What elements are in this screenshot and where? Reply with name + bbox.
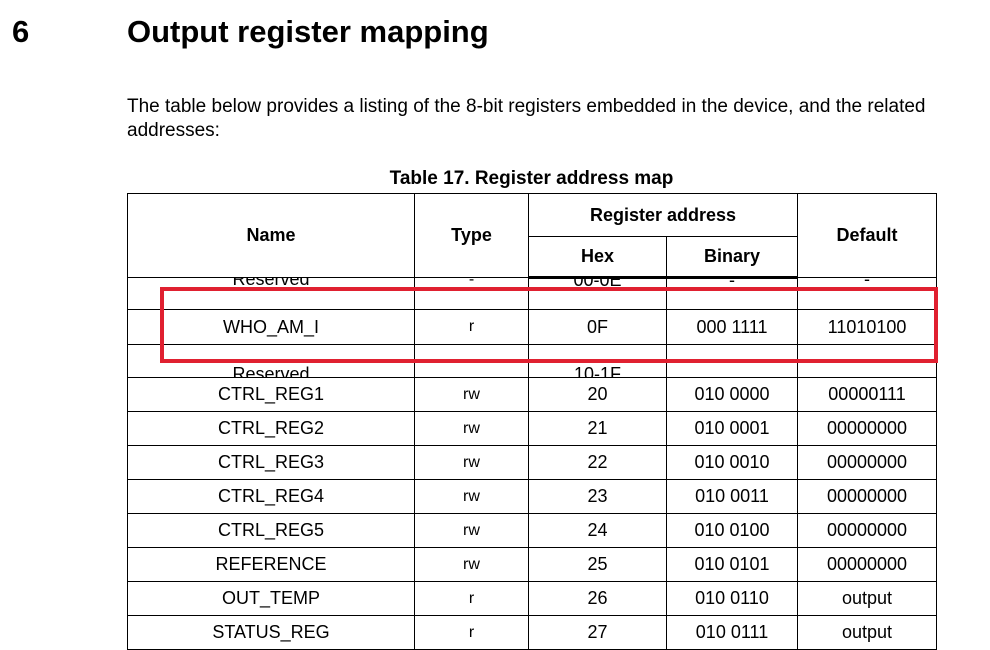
cell-default: 00000000: [797, 479, 938, 514]
table-caption: Table 17. Register address map: [389, 168, 674, 189]
cell-default: 00000000: [797, 411, 938, 446]
table-row: Reserved - 00-0E - -: [127, 277, 938, 310]
cell-name: CTRL_REG1: [127, 377, 415, 412]
cell-default: 00000000: [797, 445, 938, 480]
cell-hex: 00-0E: [573, 277, 622, 290]
cell-type: rw: [414, 479, 529, 514]
cell-type: rw: [414, 377, 529, 412]
table-row: CTRL_REG5 rw 24 010 0100 00000000: [127, 513, 938, 548]
cell-name: OUT_TEMP: [127, 581, 415, 616]
table-row: CTRL_REG3 rw 22 010 0010 00000000: [127, 445, 938, 480]
cell-hex: 24: [528, 513, 667, 548]
cell-name: CTRL_REG3: [127, 445, 415, 480]
register-address-table: Name Type Register address Default Hex B…: [127, 193, 938, 650]
table-row: STATUS_REG r 27 010 0111 output: [127, 615, 938, 650]
cell-type: r: [414, 615, 529, 650]
cell-hex: 20: [528, 377, 667, 412]
cell-hex: 27: [528, 615, 667, 650]
table-row: Reserved 10-1F: [127, 344, 938, 378]
cell-type: rw: [414, 445, 529, 480]
table-row: REFERENCE rw 25 010 0101 00000000: [127, 547, 938, 582]
cell-name: WHO_AM_I: [127, 309, 415, 345]
cell-binary: 010 0000: [665, 377, 799, 412]
cell-binary: 010 0001: [665, 411, 799, 446]
cell-default: output: [797, 615, 938, 650]
cell-binary: 010 0111: [665, 615, 799, 650]
header-register-address: Register address: [527, 193, 799, 237]
cell-default: 00000000: [797, 547, 938, 582]
cell-default: 00000111: [797, 377, 938, 412]
cell-name: CTRL_REG5: [127, 513, 415, 548]
cell-type: -: [468, 277, 475, 288]
cell-binary: 010 0110: [665, 581, 799, 616]
cell-name: CTRL_REG2: [127, 411, 415, 446]
cell-binary: 000 1111: [665, 309, 799, 345]
table-row: CTRL_REG4 rw 23 010 0011 00000000: [127, 479, 938, 514]
cell-name: Reserved: [232, 277, 310, 290]
cell-hex: 22: [528, 445, 667, 480]
cell-hex: 25: [528, 547, 667, 582]
cell-binary: 010 0101: [665, 547, 799, 582]
cell-hex: 23: [528, 479, 667, 514]
cell-default: 00000000: [797, 513, 938, 548]
header-default: Default: [797, 193, 938, 278]
cell-binary: 010 0100: [665, 513, 799, 548]
cell-name: STATUS_REG: [127, 615, 415, 650]
cell-hex: 0F: [528, 309, 667, 345]
cell-default: -: [864, 277, 871, 290]
table-row: OUT_TEMP r 26 010 0110 output: [127, 581, 938, 616]
cell-type: r: [414, 309, 529, 345]
cell-type: r: [414, 581, 529, 616]
cell-binary: 010 0011: [665, 479, 799, 514]
table-row: CTRL_REG1 rw 20 010 0000 00000111: [127, 377, 938, 412]
intro-paragraph: The table below provides a listing of th…: [127, 96, 926, 141]
section-title: Output register mapping: [127, 14, 489, 49]
cell-binary: -: [729, 277, 735, 290]
cell-type: rw: [414, 547, 529, 582]
table-row: WHO_AM_I r 0F 000 1111 11010100: [127, 309, 938, 345]
cell-default: 11010100: [797, 309, 938, 345]
cell-hex: 26: [528, 581, 667, 616]
cell-binary: 010 0010: [665, 445, 799, 480]
cell-type: rw: [414, 411, 529, 446]
header-binary: Binary: [665, 236, 799, 279]
cell-hex: 21: [528, 411, 667, 446]
header-name: Name: [127, 193, 415, 278]
cell-default: output: [797, 581, 938, 616]
table-row: CTRL_REG2 rw 21 010 0001 00000000: [127, 411, 938, 446]
cell-type: rw: [414, 513, 529, 548]
cell-hex: 10-1F: [573, 363, 622, 378]
cell-name: REFERENCE: [127, 547, 415, 582]
header-hex: Hex: [528, 236, 667, 279]
section-number: 6: [12, 14, 30, 49]
header-type: Type: [414, 193, 529, 278]
cell-name: Reserved: [232, 363, 310, 378]
cell-name: CTRL_REG4: [127, 479, 415, 514]
